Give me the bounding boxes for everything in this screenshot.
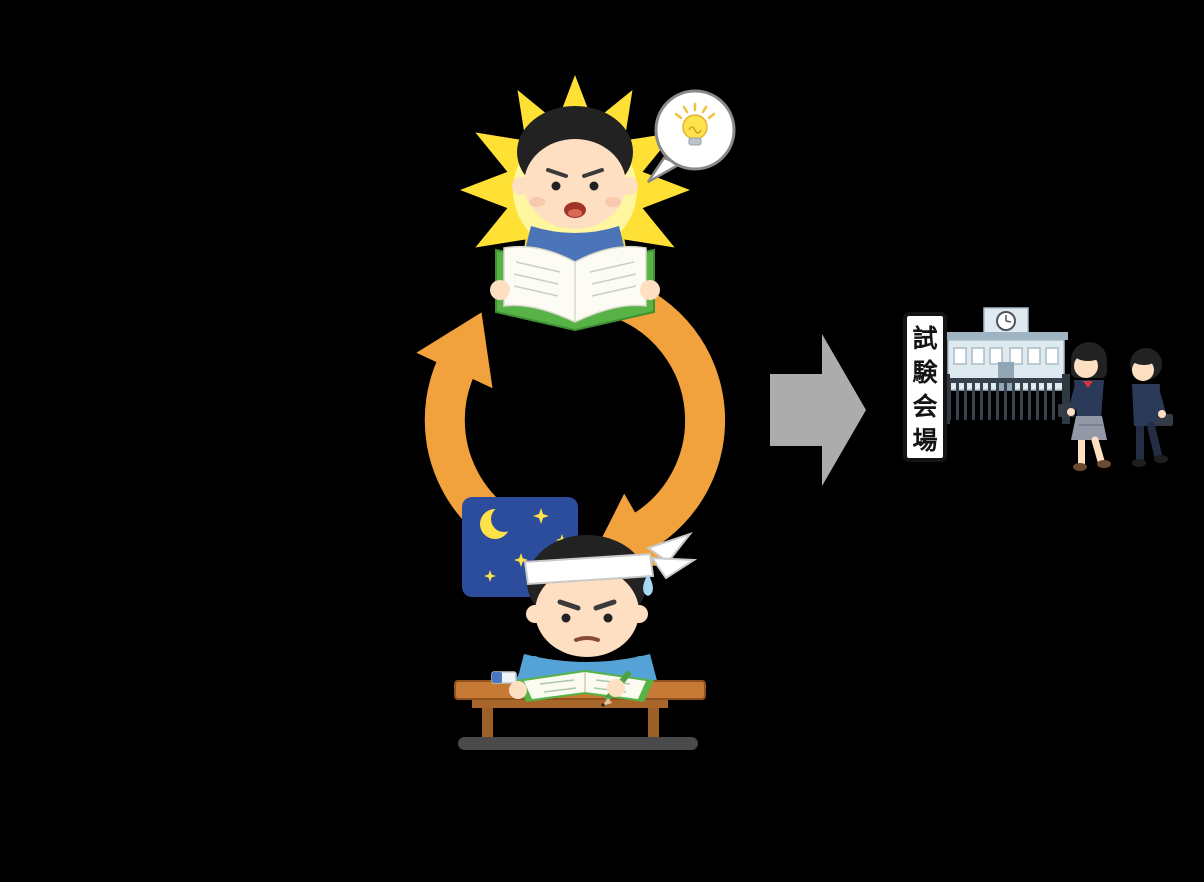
right-arrow-icon — [770, 334, 866, 486]
desk-leg — [482, 699, 493, 737]
jacket — [1132, 384, 1160, 426]
student-girl — [1058, 342, 1111, 471]
floor-shadow — [458, 737, 698, 750]
open-book — [495, 245, 655, 332]
school-gate — [942, 374, 1070, 424]
leg — [1147, 422, 1162, 459]
school-windows — [953, 347, 1059, 365]
blazer — [1074, 380, 1104, 418]
idea-speech-bubble — [646, 89, 736, 184]
eyebrow — [582, 168, 604, 178]
hand — [607, 679, 625, 697]
clock-icon — [996, 311, 1016, 331]
mouth — [574, 636, 600, 642]
eye — [603, 613, 613, 623]
shoe — [1097, 460, 1111, 468]
star-icon — [484, 570, 496, 582]
headband-knot — [645, 531, 698, 580]
hand — [509, 681, 527, 699]
hand — [640, 280, 660, 300]
crescent-moon-icon — [480, 506, 517, 539]
eyebrow — [593, 599, 617, 611]
leg — [1091, 436, 1105, 465]
leg — [1136, 426, 1144, 460]
exam-venue-sign: 試験会場 — [903, 312, 947, 462]
face — [535, 567, 639, 657]
hand — [490, 280, 510, 300]
ribbon — [1083, 381, 1093, 388]
shoe — [1154, 455, 1168, 463]
reading-boy-figure — [490, 106, 660, 332]
eyebrow — [546, 168, 568, 178]
skirt — [1071, 416, 1107, 440]
study-desk — [454, 670, 706, 750]
eraser — [491, 671, 517, 684]
desk-apron — [472, 699, 668, 708]
star-icon — [533, 508, 549, 524]
headband — [523, 552, 655, 586]
hand — [1067, 408, 1075, 416]
roof-strip — [944, 332, 1068, 340]
sweat-drop — [643, 574, 653, 596]
studying-boy-figure — [512, 531, 698, 696]
school-building — [942, 307, 1070, 424]
shoe — [1073, 463, 1087, 471]
student-boy — [1130, 348, 1173, 467]
desk-leg — [648, 699, 659, 737]
lightbulb-icon — [674, 102, 716, 146]
leg — [1078, 440, 1085, 464]
face — [524, 139, 626, 229]
hand — [1158, 410, 1166, 418]
star-icon — [514, 553, 528, 567]
eye — [561, 613, 571, 623]
eyebrow — [557, 599, 581, 611]
shoe — [1132, 459, 1146, 467]
eye — [551, 181, 561, 191]
eye — [589, 181, 599, 191]
